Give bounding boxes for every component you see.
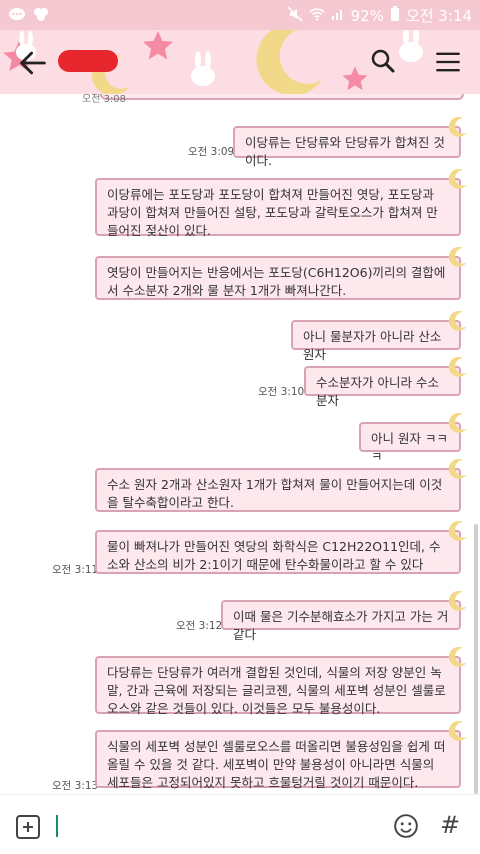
message-time: 오전 3:12: [176, 620, 223, 632]
message-text: 물이 빠져나가 만들어진 엿당의 화학식은 C12H22O11인데, 수소와 산…: [107, 539, 441, 572]
back-arrow-icon: [19, 51, 46, 75]
chat-list[interactable]: 오전 3:08 오전 3:09 이당류는 단당류와 단당류가 합쳐진 것이다. …: [0, 94, 480, 794]
status-bar: 92% 오전 3:14: [0, 0, 480, 30]
bunny-icon: [399, 30, 423, 62]
emoji-button[interactable]: [393, 813, 419, 839]
message-bubble[interactable]: 이당류는 단당류와 단당류가 합쳐진 것이다.: [233, 116, 467, 168]
message-text: 이때 물은 기수분해효소가 가지고 가는 거 같다: [233, 609, 449, 642]
chat-notification-icon: [8, 6, 26, 28]
message-text: 다당류는 단당류가 여러개 결합된 것인데, 식물의 저장 양분인 녹말, 간과…: [107, 665, 446, 716]
scrollbar[interactable]: [474, 524, 478, 794]
message-time: 오전 3:09: [188, 146, 235, 158]
battery-icon: [390, 5, 400, 26]
moon-icon: [448, 356, 467, 377]
star-icon: [143, 31, 173, 60]
message-text: 이당류는 단당류와 단당류가 합쳐진 것이다.: [245, 135, 445, 168]
moon-icon: [448, 168, 467, 189]
message-time: 오전 3:11: [52, 564, 99, 576]
moon-icon: [256, 30, 322, 94]
clover-icon: [32, 6, 50, 28]
message-bubble[interactable]: 아니 물분자가 아니라 산소 원자: [291, 310, 467, 362]
moon-icon: [448, 720, 467, 741]
message-time: 오전 3:13: [52, 780, 99, 792]
menu-button[interactable]: [434, 48, 462, 76]
bunny-icon: [191, 51, 215, 86]
search-button[interactable]: [368, 46, 398, 76]
menu-icon: [436, 52, 460, 72]
moon-icon: [448, 310, 467, 331]
message-bubble[interactable]: 수소분자가 아니라 수소 분자: [304, 356, 467, 408]
input-bar: #: [0, 794, 480, 854]
message-bubble[interactable]: 식물의 세포벽 성분인 셀룰로오스를 떠올리면 불용성임을 쉽게 떠올릴 수 있…: [95, 720, 467, 790]
message-bubble[interactable]: 이당류에는 포도당과 포도당이 합쳐져 만들어진 엿당, 포도당과 과당이 합쳐…: [95, 168, 467, 238]
message-bubble[interactable]: 아니 원자 ㅋㅋㅋ: [359, 412, 467, 464]
message-bubble[interactable]: 수소 원자 2개과 산소원자 1개가 합쳐져 물이 만들어지는데 이것을 탈수축…: [95, 458, 467, 512]
message-text: 아니 원자 ㅋㅋㅋ: [371, 431, 448, 464]
message-text: 아니 물분자가 아니라 산소 원자: [303, 329, 442, 362]
message-bubble[interactable]: 이때 물은 기수분해효소가 가지고 가는 거 같다: [221, 590, 467, 642]
moon-icon: [448, 412, 467, 433]
message-input[interactable]: [56, 815, 58, 837]
contact-name[interactable]: [58, 50, 118, 72]
message-text: 식물의 세포벽 성분인 셀룰로오스를 떠올리면 불용성임을 쉽게 떠올릴 수 있…: [107, 739, 446, 790]
message-bubble: [100, 94, 464, 100]
moon-icon: [448, 458, 467, 479]
battery-level: 92%: [350, 6, 384, 25]
message-text: 수소분자가 아니라 수소 분자: [316, 375, 439, 408]
emoji-icon: [394, 814, 418, 838]
message-time: 오전 3:08: [82, 94, 127, 105]
star-icon: [342, 66, 368, 91]
message-bubble[interactable]: 엿당이 만들어지는 반응에서는 포도당(C6H12O6)끼리의 결합에서 수소분…: [95, 246, 467, 300]
back-button[interactable]: [16, 46, 50, 80]
message-text: 엿당이 만들어지는 반응에서는 포도당(C6H12O6)끼리의 결합에서 수소분…: [107, 265, 446, 298]
message-bubble[interactable]: 다당류는 단당류가 여러개 결합된 것인데, 식물의 저장 양분인 녹말, 간과…: [95, 646, 467, 716]
plus-icon[interactable]: [16, 815, 40, 839]
message-text: 이당류에는 포도당과 포도당이 합쳐져 만들어진 엿당, 포도당과 과당이 합쳐…: [107, 187, 438, 238]
hash-button[interactable]: #: [440, 811, 461, 839]
moon-icon: [448, 590, 467, 611]
message-time: 오전 3:10: [258, 386, 305, 398]
signal-icon: [331, 7, 345, 25]
bunny-icon: [15, 30, 37, 61]
moon-icon: [448, 646, 467, 667]
moon-icon: [448, 520, 467, 541]
search-icon: [371, 49, 395, 73]
message-text: 수소 원자 2개과 산소원자 1개가 합쳐져 물이 만들어지는데 이것을 탈수축…: [107, 477, 443, 510]
message-bubble[interactable]: 물이 빠져나가 만들어진 엿당의 화학식은 C12H22O11인데, 수소와 산…: [95, 520, 467, 574]
mute-icon: [287, 5, 303, 26]
chat-header: [0, 30, 480, 94]
wifi-icon: [309, 6, 325, 26]
moon-icon: [448, 246, 467, 267]
status-time: 오전 3:14: [405, 7, 472, 25]
moon-icon: [448, 116, 467, 137]
